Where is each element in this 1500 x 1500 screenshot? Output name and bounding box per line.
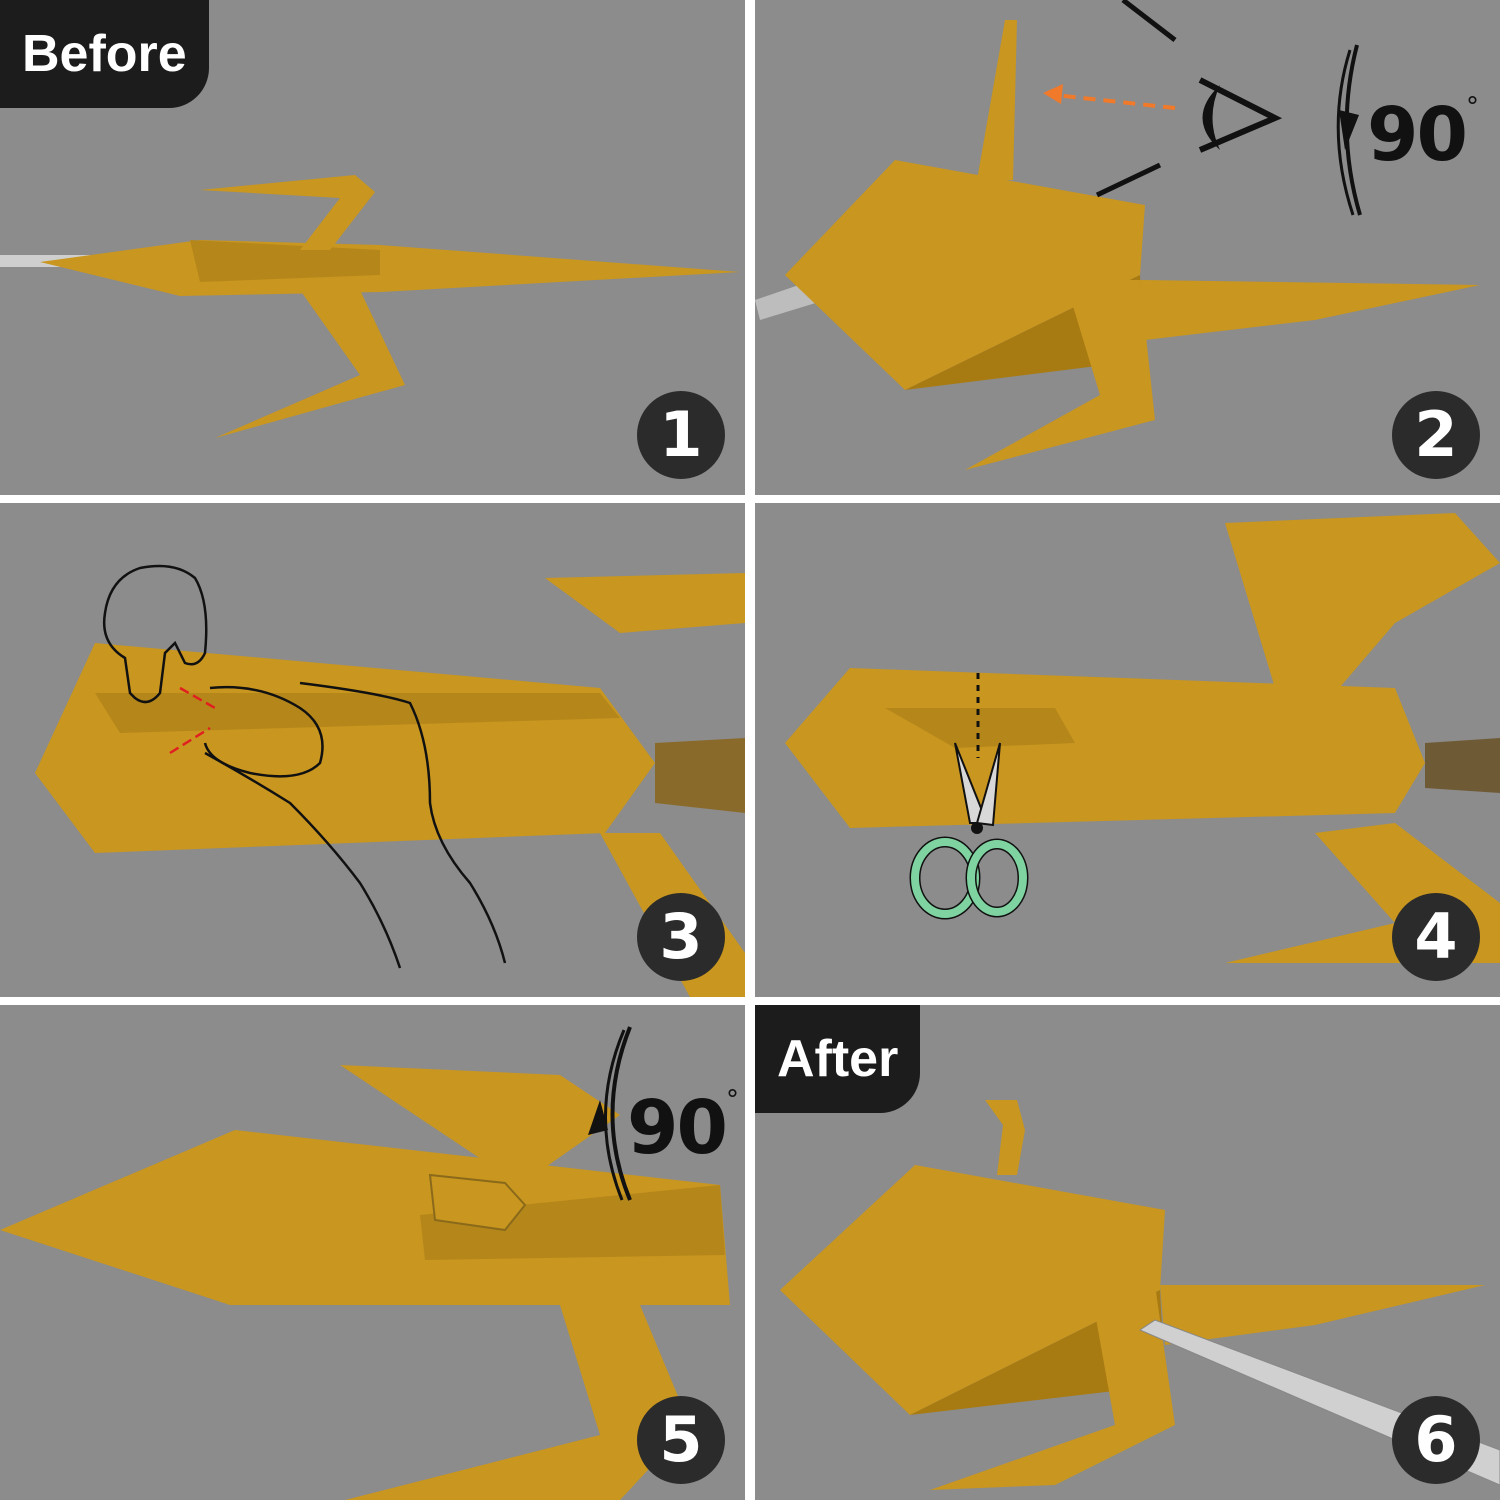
fold-line <box>179 686 216 710</box>
rotation-label: 90° <box>1367 92 1479 178</box>
crane-leg <box>215 290 405 438</box>
crane-neck <box>545 573 745 633</box>
crane-body <box>40 240 740 296</box>
rotate-arrow-icon <box>1336 44 1362 216</box>
crane-fold <box>190 240 380 282</box>
rotation-label: 90° <box>627 1085 739 1171</box>
step-1-panel: Before 1 <box>0 0 745 495</box>
eye-icon <box>1198 77 1283 153</box>
rotation-unit: ° <box>1465 92 1479 122</box>
hand-icon <box>102 564 507 969</box>
step-5-panel: 90° 5 <box>0 1005 745 1500</box>
crane-body <box>785 668 1425 828</box>
crane-fold <box>95 693 620 733</box>
step-badge: 5 <box>637 1396 725 1484</box>
crane-neck <box>985 1100 1025 1175</box>
crane-head-fold <box>885 708 1075 748</box>
fold-line <box>169 726 211 755</box>
crane-body <box>780 1165 1165 1415</box>
crane-body <box>0 1130 730 1305</box>
crane-neck <box>977 20 1017 180</box>
step-badge: 6 <box>1392 1396 1480 1484</box>
step-badge: 1 <box>637 391 725 479</box>
rotation-unit: ° <box>725 1085 739 1115</box>
crane-tail <box>1160 1285 1485 1345</box>
crane-tail-edge <box>655 738 745 813</box>
step-4-panel: 4 <box>755 503 1500 997</box>
crane-body <box>785 160 1145 390</box>
crane-fold <box>420 1185 725 1260</box>
view-line <box>1095 162 1162 198</box>
view-line <box>1121 0 1177 42</box>
step-badge: 3 <box>637 893 725 981</box>
scissors-icon <box>909 742 1029 920</box>
sight-arrow <box>1054 93 1176 110</box>
before-tag: Before <box>0 0 209 108</box>
crane-neck <box>340 1065 620 1185</box>
origami-crane-photo <box>0 175 740 438</box>
crane-tail-edge <box>1425 738 1500 793</box>
origami-crane-photo <box>35 564 745 997</box>
origami-crane-photo <box>755 0 1480 470</box>
step-2-panel: 90° 2 <box>755 0 1500 495</box>
step-badge: 2 <box>1392 391 1480 479</box>
origami-crane-photo <box>785 513 1500 963</box>
rotate-arrow-icon <box>588 1026 632 1201</box>
crane-head <box>428 1173 527 1232</box>
after-tag: After <box>755 1005 921 1113</box>
crane-leg <box>965 280 1155 470</box>
step-6-panel: After 6 <box>755 1005 1500 1500</box>
origami-crane-photo <box>0 1026 730 1500</box>
sight-arrow-head <box>1043 84 1063 104</box>
crane-neck <box>1225 513 1500 693</box>
step-3-panel: 3 <box>0 503 745 997</box>
step-badge: 4 <box>1392 893 1480 981</box>
crane-neck <box>200 175 375 250</box>
rotation-value: 90 <box>1367 92 1468 178</box>
crane-leg <box>930 1285 1175 1490</box>
crane-leg <box>345 1305 690 1500</box>
crane-tail <box>1140 280 1480 340</box>
rotation-value: 90 <box>627 1085 728 1171</box>
